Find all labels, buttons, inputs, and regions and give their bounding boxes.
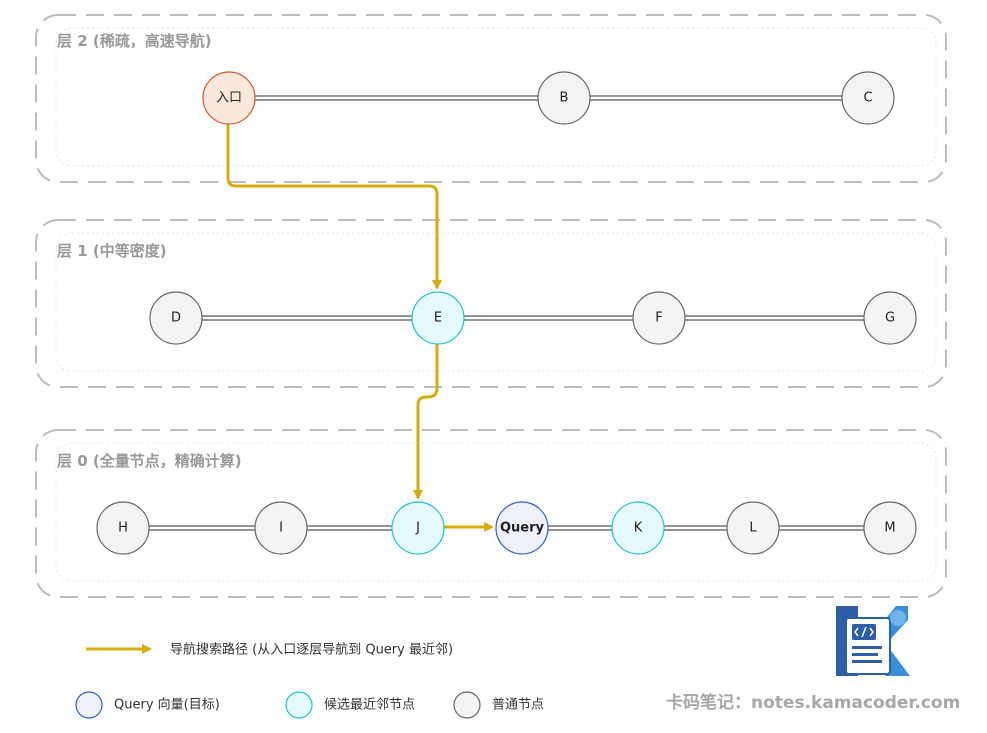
legend-candidate-label: 候选最近邻节点	[324, 698, 415, 713]
node-circle-G	[863, 291, 917, 345]
legend-path-label: 导航搜索路径 (从入口逐层导航到 Query 最近邻)	[170, 642, 453, 658]
watermark-text: 卡码笔记：notes.kamacoder.com	[666, 692, 960, 713]
node-label-L: L	[749, 521, 757, 536]
legend-candidate-swatch	[285, 691, 313, 719]
node-query: Query	[495, 501, 549, 555]
search-path-entry-to-e	[226, 124, 442, 290]
node-label-H: H	[118, 521, 128, 536]
legend: 导航搜索路径 (从入口逐层导航到 Query 最近邻) Query 向量(目标)…	[75, 642, 544, 719]
node-label-I: I	[279, 521, 283, 536]
node-C: C	[841, 71, 895, 125]
node-label-D: D	[171, 311, 181, 326]
node-label-G: G	[885, 311, 895, 326]
node-label-entry: 入口	[216, 91, 242, 106]
node-circle-D	[149, 291, 203, 345]
node-label-K: K	[634, 521, 643, 536]
layer-2-title: 层 2 (稀疏，高速导航)	[57, 32, 212, 50]
legend-normal-label: 普通节点	[492, 698, 544, 713]
node-M: M	[863, 501, 917, 555]
node-circle-I	[254, 501, 308, 555]
node-J: J	[391, 501, 445, 555]
search-path-e-to-j	[413, 344, 439, 500]
node-D: D	[149, 291, 203, 345]
node-F: F	[632, 291, 686, 345]
layer-0-container: 层 0 (全量节点，精确计算)	[35, 429, 947, 598]
node-label-B: B	[560, 91, 569, 106]
node-G: G	[863, 291, 917, 345]
node-L: L	[726, 501, 780, 555]
node-circle-query	[495, 501, 549, 555]
node-circle-C	[841, 71, 895, 125]
node-label-E: E	[434, 311, 442, 326]
layer-0-title: 层 0 (全量节点，精确计算)	[57, 452, 242, 470]
graph-nodes: 入口 B C D E F G H I J Query K L M	[96, 71, 917, 555]
layer-1-container: 层 1 (中等密度)	[35, 219, 947, 388]
node-circle-K	[611, 501, 665, 555]
node-entry: 入口	[202, 71, 256, 125]
node-B: B	[537, 71, 591, 125]
node-circle-entry	[202, 71, 256, 125]
node-label-J: J	[415, 521, 420, 536]
network-icon	[890, 610, 906, 626]
node-circle-J	[391, 501, 445, 555]
kamacoder-logo	[836, 606, 910, 676]
node-circle-M	[863, 501, 917, 555]
node-H: H	[96, 501, 150, 555]
node-label-M: M	[884, 521, 895, 536]
node-circle-H	[96, 501, 150, 555]
node-I: I	[254, 501, 308, 555]
legend-query-label: Query 向量(目标)	[114, 697, 220, 713]
node-E: E	[411, 291, 465, 345]
node-label-query: Query	[500, 521, 545, 536]
legend-query-swatch	[75, 691, 103, 719]
node-circle-B	[537, 71, 591, 125]
node-label-F: F	[655, 311, 662, 326]
graph-edges	[149, 95, 864, 531]
layer-1-title: 层 1 (中等密度)	[57, 242, 167, 260]
legend-normal-swatch	[453, 691, 481, 719]
node-circle-L	[726, 501, 780, 555]
node-circle-E	[411, 291, 465, 345]
node-K: K	[611, 501, 665, 555]
layer-2-container: 层 2 (稀疏，高速导航)	[35, 14, 947, 183]
node-label-C: C	[863, 91, 872, 106]
node-circle-F	[632, 291, 686, 345]
